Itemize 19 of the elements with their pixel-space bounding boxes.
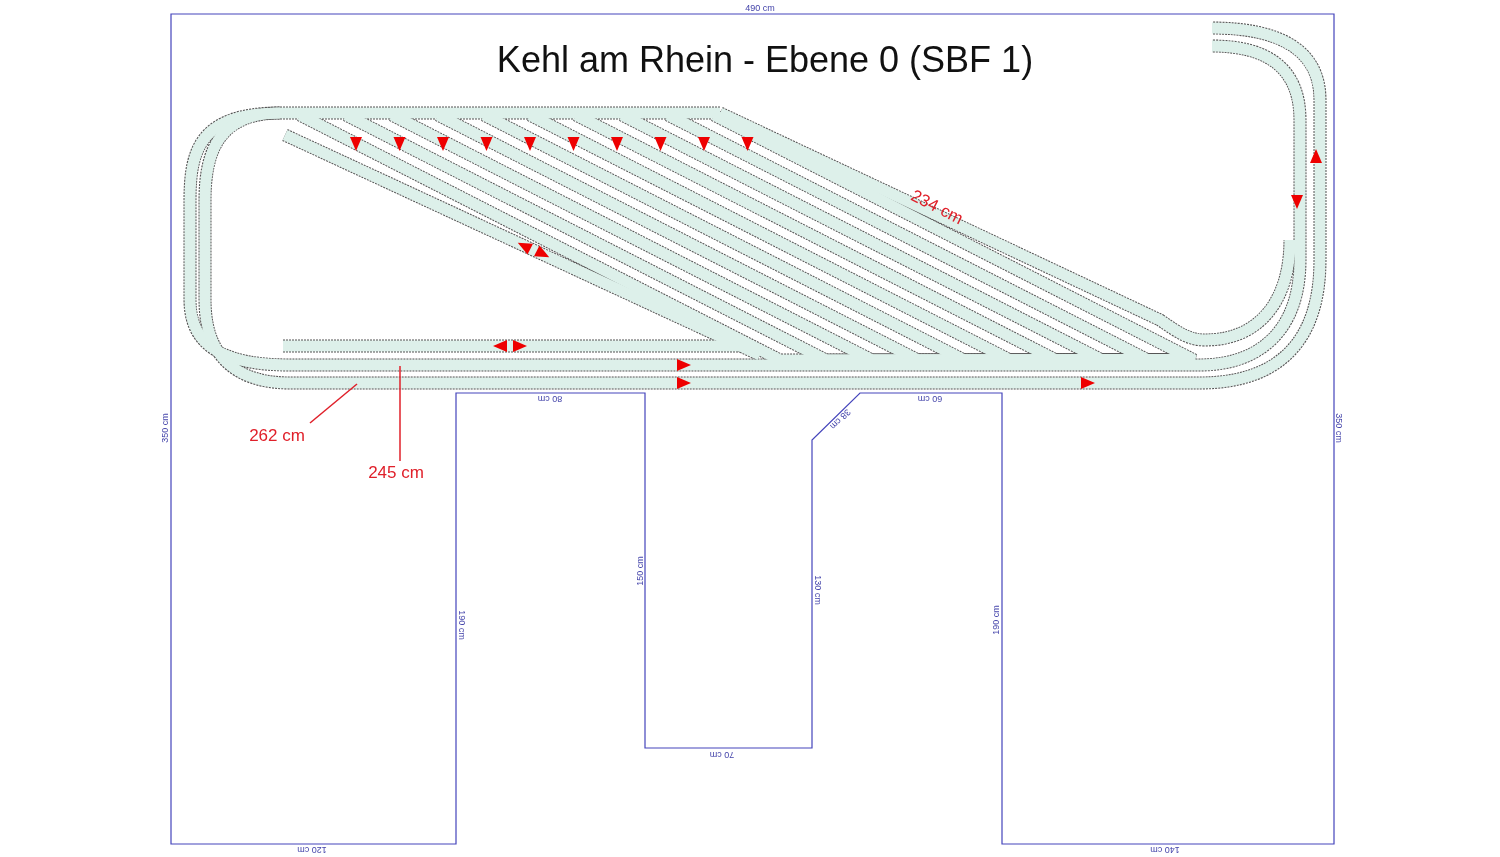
dimension-label: 60 cm — [917, 393, 943, 403]
dimension-label: 350 cm — [1333, 413, 1343, 443]
dimension-label: 80 cm — [537, 393, 563, 403]
dimension-label: 190 cm — [991, 605, 1001, 635]
length-label: 234 cm — [908, 186, 966, 228]
dimension-label: 190 cm — [456, 610, 466, 640]
leader-line — [399, 365, 401, 462]
length-label: 262 cm — [249, 426, 305, 444]
dimension-label: 490 cm — [745, 3, 775, 13]
dimension-label: 350 cm — [160, 413, 170, 443]
dimension-label: 38 cm — [828, 407, 852, 431]
leader-line — [309, 383, 358, 424]
length-label: 245 cm — [368, 463, 424, 481]
dimension-label: 70 cm — [709, 749, 735, 759]
title: Kehl am Rhein - Ebene 0 (SBF 1) — [496, 42, 1034, 78]
dimension-label: 140 cm — [1150, 844, 1180, 854]
dimension-label: 130 cm — [812, 575, 822, 605]
dimension-label: 150 cm — [635, 556, 645, 586]
dimension-label: 120 cm — [297, 844, 327, 854]
